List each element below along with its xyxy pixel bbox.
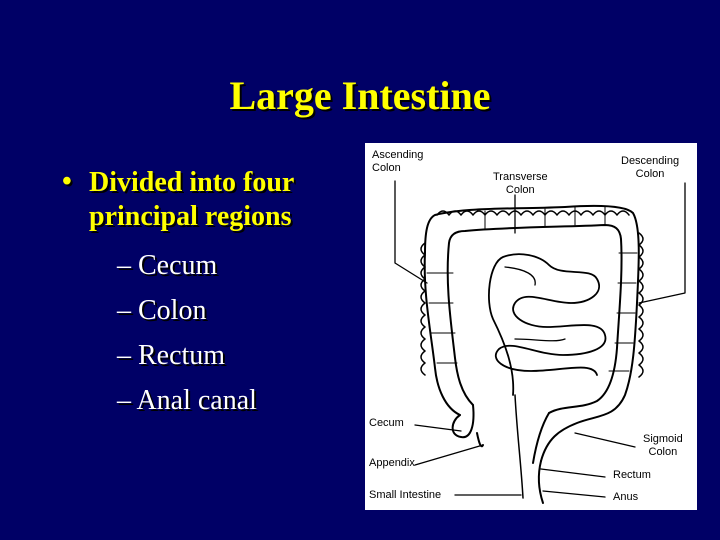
bullet-text: Divided into four principal regions bbox=[89, 167, 294, 232]
bullet-marker: • bbox=[62, 166, 72, 197]
label-cecum: Cecum bbox=[369, 417, 404, 429]
label-sigmoid-colon: Sigmoid Colon bbox=[643, 433, 683, 458]
slide-title: Large Intestine bbox=[229, 73, 491, 118]
region-item-anal-canal: – Anal canal bbox=[117, 385, 257, 416]
region-item-cecum: – Cecum bbox=[117, 250, 218, 281]
intestine-illustration bbox=[394, 180, 686, 504]
label-transverse-colon: Transverse Colon bbox=[493, 171, 548, 196]
label-small-intestine: Small Intestine bbox=[369, 489, 442, 501]
large-intestine-diagram: Ascending Colon Transverse Colon Descend… bbox=[365, 143, 697, 510]
label-appendix: Appendix bbox=[369, 457, 415, 469]
region-item-colon: – Colon bbox=[117, 295, 207, 326]
label-anus: Anus bbox=[613, 491, 639, 503]
region-item-rectum: – Rectum bbox=[117, 340, 226, 371]
label-descending-colon: Descending Colon bbox=[621, 155, 680, 180]
region-list: – Cecum – Colon – Rectum – Anal canal bbox=[117, 248, 257, 428]
label-rectum: Rectum bbox=[613, 469, 651, 481]
label-ascending-colon: Ascending Colon bbox=[372, 149, 424, 174]
